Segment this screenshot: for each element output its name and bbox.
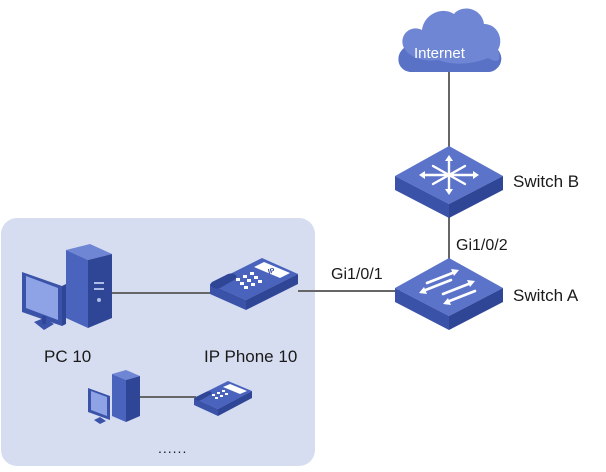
- desktop-pc-icon: [22, 244, 112, 330]
- cloud-icon: [398, 8, 502, 73]
- switch-icon: [395, 258, 503, 330]
- phone-label: IP Phone 10: [204, 347, 298, 366]
- core-switch-icon: [395, 146, 503, 218]
- port-access-label: Gi1/0/1: [331, 266, 383, 283]
- ip-phone-icon: IP: [210, 258, 298, 310]
- port-uplink-label: Gi1/0/2: [456, 237, 508, 254]
- pc-device: [20, 242, 116, 338]
- internet-label: Internet: [414, 45, 465, 62]
- internet-cloud: [394, 2, 506, 76]
- switch-a-device: [393, 250, 505, 332]
- ip-phone-device: IP: [206, 254, 300, 312]
- desktop-pc-icon: [88, 370, 140, 424]
- switch-b-device: [393, 138, 505, 220]
- svg-text:IP: IP: [267, 267, 275, 275]
- more-devices-ellipsis: ......: [158, 440, 188, 456]
- pc-label: PC 10: [44, 347, 92, 366]
- ip-phone-icon: [194, 381, 252, 416]
- switch-b-label: Switch B: [513, 172, 580, 191]
- small-pc-device: [86, 368, 142, 428]
- small-phone-device: [192, 378, 254, 418]
- switch-a-label: Switch A: [513, 286, 579, 305]
